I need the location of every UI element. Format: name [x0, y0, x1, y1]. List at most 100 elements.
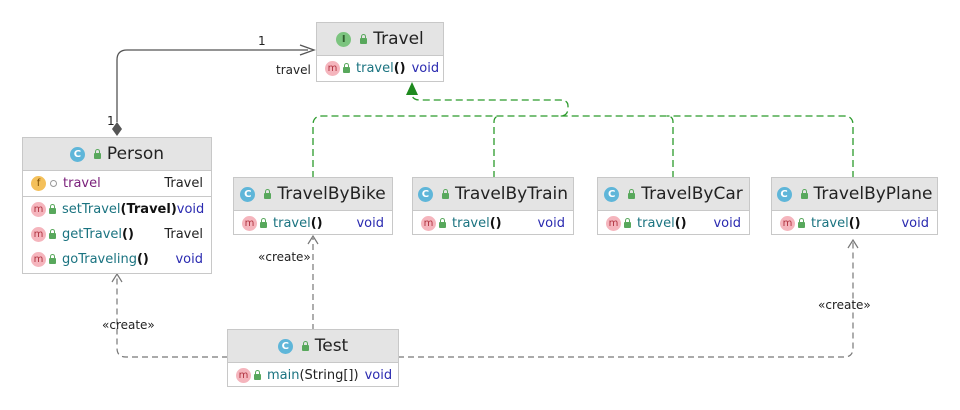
- return-type: void: [364, 368, 393, 383]
- method-args: (Travel): [120, 202, 177, 217]
- association-role-label: travel: [276, 63, 311, 77]
- public-lock-icon: [628, 188, 636, 199]
- method-args: (): [310, 216, 323, 231]
- field-name: travel: [63, 176, 101, 191]
- realization-car: [560, 115, 674, 178]
- method-icon: m: [421, 216, 436, 231]
- dependency-arrow-plane: [847, 238, 859, 249]
- class-icon: C: [776, 186, 792, 202]
- class-header: C TravelByCar: [598, 178, 749, 211]
- public-lock-icon: [49, 204, 56, 214]
- field-row[interactable]: f travel Travel: [23, 171, 211, 196]
- method-row[interactable]: m setTravel(Travel) void: [23, 197, 211, 222]
- method-row[interactable]: m travel() void: [317, 56, 443, 81]
- association-line: [116, 49, 308, 122]
- return-type: Travel: [164, 227, 203, 242]
- class-header: C TravelByTrain: [413, 178, 573, 211]
- method-icon: m: [31, 202, 46, 217]
- return-type: void: [901, 216, 929, 231]
- dependency-test-plane: [398, 242, 854, 358]
- class-name: Test: [314, 336, 349, 356]
- class-travel-by-car[interactable]: C TravelByCar m travel() void: [597, 177, 750, 235]
- method-icon: m: [325, 61, 340, 76]
- class-name: Travel: [373, 29, 424, 49]
- public-lock-icon: [264, 188, 272, 199]
- method-args: (): [489, 216, 502, 231]
- private-visibility-icon: [50, 180, 57, 187]
- dependency-arrow-bike: [307, 234, 319, 245]
- method-name: travel: [273, 216, 311, 231]
- method-icon: m: [31, 252, 46, 267]
- create-label-person: «create»: [102, 318, 155, 332]
- method-icon: m: [31, 227, 46, 242]
- realization-plane: [667, 115, 854, 178]
- interface-icon: I: [336, 31, 352, 47]
- public-lock-icon: [624, 218, 631, 228]
- class-header: C Test: [228, 330, 398, 363]
- dependency-test-person: [116, 276, 228, 358]
- class-header: I Travel: [317, 23, 443, 56]
- method-name: travel: [637, 216, 675, 231]
- class-travel-by-train[interactable]: C TravelByTrain m travel() void: [412, 177, 574, 235]
- method-name: setTravel: [62, 202, 121, 217]
- public-lock-icon: [93, 148, 101, 159]
- class-person[interactable]: C Person f travel Travel m setTravel(Tra…: [22, 137, 212, 274]
- return-type: void: [411, 61, 440, 76]
- dependency-arrow-person: [111, 272, 123, 283]
- method-row[interactable]: m goTraveling() void: [23, 247, 211, 272]
- field-type: Travel: [164, 176, 203, 191]
- method-args: (): [136, 252, 149, 267]
- public-lock-icon: [301, 340, 309, 351]
- association-arrowhead: [299, 44, 316, 56]
- static-method-icon: m: [236, 368, 251, 383]
- class-name: TravelByPlane: [813, 184, 933, 204]
- public-lock-icon: [254, 370, 261, 380]
- class-header: C Person: [23, 138, 211, 171]
- class-travel-by-plane[interactable]: C TravelByPlane m travel() void: [771, 177, 938, 235]
- method-row[interactable]: m travel() void: [234, 211, 392, 236]
- method-row[interactable]: m getTravel() Travel: [23, 222, 211, 247]
- method-row[interactable]: m main(String[]) void: [228, 363, 398, 388]
- method-row[interactable]: m travel() void: [772, 211, 937, 236]
- public-lock-icon: [49, 229, 56, 239]
- return-type: void: [713, 216, 741, 231]
- association-multiplicity-target: 1: [258, 34, 266, 48]
- public-lock-icon: [439, 218, 446, 228]
- method-args: (): [674, 216, 687, 231]
- method-name: goTraveling: [62, 252, 137, 267]
- realization-arrowhead: [406, 82, 418, 95]
- return-type: void: [537, 216, 565, 231]
- method-icon: m: [242, 216, 257, 231]
- public-lock-icon: [798, 218, 805, 228]
- method-row[interactable]: m travel() void: [413, 211, 573, 236]
- runnable-class-icon: C: [277, 338, 293, 354]
- class-test[interactable]: C Test m main(String[]) void: [227, 329, 399, 387]
- method-args: (): [393, 61, 406, 76]
- aggregation-diamond: [112, 122, 122, 136]
- public-lock-icon: [49, 254, 56, 264]
- method-args: (): [848, 216, 861, 231]
- association-multiplicity-source: 1: [107, 114, 115, 128]
- method-row[interactable]: m travel() void: [598, 211, 749, 236]
- realization-train: [493, 115, 501, 178]
- realization-bike: [312, 88, 569, 178]
- field-icon: f: [31, 176, 46, 191]
- method-name: travel: [811, 216, 849, 231]
- class-header: C TravelByPlane: [772, 178, 937, 211]
- public-lock-icon: [360, 33, 368, 44]
- public-lock-icon: [800, 188, 808, 199]
- class-icon: C: [240, 186, 256, 202]
- class-travel[interactable]: I Travel m travel() void: [316, 22, 444, 82]
- return-type: void: [176, 202, 205, 217]
- class-name: TravelByBike: [277, 184, 386, 204]
- class-name: TravelByTrain: [454, 184, 569, 204]
- return-type: void: [356, 216, 384, 231]
- return-type: void: [175, 252, 203, 267]
- method-args: (): [122, 227, 134, 242]
- class-name: TravelByCar: [641, 184, 743, 204]
- class-name: Person: [106, 144, 165, 164]
- public-lock-icon: [260, 218, 267, 228]
- class-travel-by-bike[interactable]: C TravelByBike m travel() void: [233, 177, 393, 235]
- create-label-plane: «create»: [818, 298, 871, 312]
